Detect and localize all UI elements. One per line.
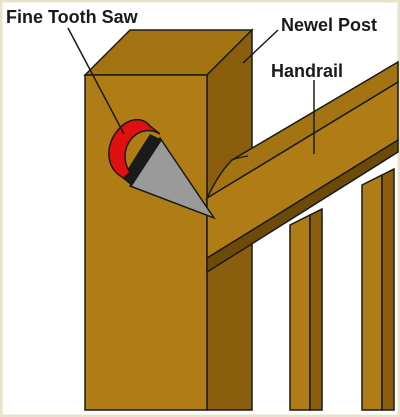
leader-lines — [67, 27, 315, 154]
saw-label: Fine Tooth Saw — [6, 7, 138, 27]
balusters — [289, 167, 395, 411]
saw-icon — [108, 118, 216, 220]
handrail-top — [205, 60, 399, 200]
saw-handle — [108, 118, 161, 179]
baluster-1-front — [289, 213, 311, 411]
newel-post-label: Newel Post — [281, 15, 378, 35]
handrail — [205, 60, 399, 274]
saw-ferrule — [122, 134, 162, 186]
newel-leader-line — [242, 29, 279, 64]
saw-leader-line — [67, 27, 125, 135]
baluster-2-front — [361, 173, 383, 411]
handrail-label: Handrail — [271, 61, 344, 81]
baluster-2-side — [381, 167, 395, 411]
baluster-1-side — [309, 207, 323, 411]
